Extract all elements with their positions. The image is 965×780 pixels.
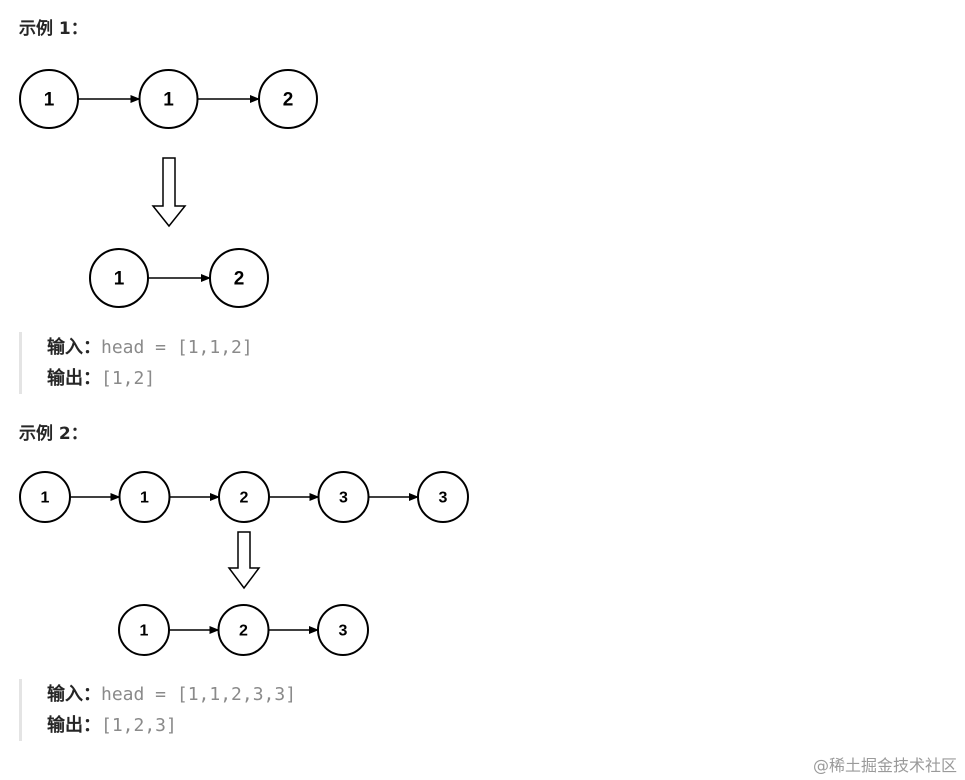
node-value: 1	[114, 269, 125, 290]
node-value: 1	[163, 90, 174, 111]
node-value: 2	[240, 490, 249, 507]
example-1-input-node: 2	[258, 69, 318, 129]
output-value: [1,2]	[101, 368, 156, 389]
node-value: 3	[339, 623, 348, 640]
node-value: 1	[41, 490, 50, 507]
example-1-io-block: 输入：head = [1,1,2] 输出：[1,2]	[19, 332, 253, 394]
transform-down-arrow	[151, 157, 187, 228]
node-circle	[218, 471, 270, 523]
node-circle	[89, 248, 149, 308]
example-2-output-node: 1	[118, 604, 170, 656]
example-1-diagram: 1 1 2 1 2	[19, 69, 318, 308]
transform-down-arrow	[227, 531, 261, 590]
input-value: head = [1,1,2]	[101, 337, 253, 358]
input-label: 输入：	[47, 684, 101, 705]
node-value: 2	[239, 623, 248, 640]
node-value: 2	[234, 269, 245, 290]
output-label: 输出：	[47, 715, 101, 736]
node-circle	[118, 604, 170, 656]
example-2-input-line: 输入：head = [1,1,2,3,3]	[47, 679, 296, 710]
node-circle	[317, 604, 369, 656]
example-1-output-node: 1	[89, 248, 149, 308]
node-circle	[138, 69, 199, 129]
example-1-input-node: 1	[138, 69, 199, 129]
input-value: head = [1,1,2,3,3]	[101, 684, 297, 705]
node-value: 2	[283, 90, 294, 111]
node-circle	[19, 69, 79, 129]
node-circle	[417, 471, 469, 523]
example-2-diagram: 1 1 2 3 3 1 2 3	[19, 471, 469, 656]
example-1-output-line: 输出：[1,2]	[47, 363, 253, 394]
output-value: [1,2,3]	[101, 715, 177, 736]
output-label: 输出：	[47, 368, 101, 389]
example-2-output-node: 2	[217, 604, 270, 656]
example-1-input-node: 1	[19, 69, 79, 129]
node-circle	[209, 248, 269, 308]
node-value: 1	[44, 90, 55, 111]
watermark: @稀土掘金技术社区	[812, 756, 957, 775]
node-circle	[317, 471, 370, 523]
input-label: 输入：	[47, 337, 101, 358]
node-value: 3	[439, 490, 448, 507]
node-value: 1	[140, 623, 149, 640]
node-circle	[217, 604, 270, 656]
example-2-input-node: 1	[118, 471, 171, 523]
example-2-output-node: 3	[317, 604, 369, 656]
node-circle	[118, 471, 171, 523]
example-2-input-node: 3	[317, 471, 370, 523]
example-2-io-block: 输入：head = [1,1,2,3,3] 输出：[1,2,3]	[19, 679, 296, 741]
example-1-input-line: 输入：head = [1,1,2]	[47, 332, 253, 363]
node-value: 3	[339, 490, 348, 507]
example-2-title: 示例 2：	[19, 424, 88, 444]
node-value: 1	[140, 490, 149, 507]
example-2-input-node: 3	[417, 471, 469, 523]
example-1-output-node: 2	[209, 248, 269, 308]
example-2-input-node: 2	[218, 471, 270, 523]
example-2-input-node: 1	[19, 471, 71, 523]
example-2-output-line: 输出：[1,2,3]	[47, 710, 296, 741]
node-circle	[258, 69, 318, 129]
node-circle	[19, 471, 71, 523]
example-1-title: 示例 1：	[19, 19, 88, 39]
